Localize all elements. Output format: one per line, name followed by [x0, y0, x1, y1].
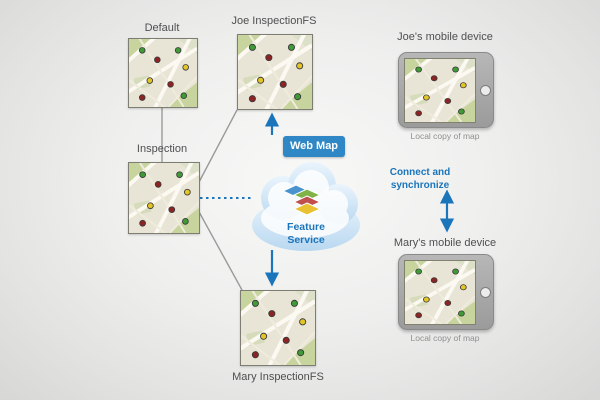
map-label-joe-inspectionfs: Joe InspectionFS — [231, 15, 317, 27]
feature-service-label: Feature Service — [263, 221, 349, 246]
sync-arrows — [264, 112, 455, 287]
feature-service-line1: Feature — [287, 221, 325, 233]
map-label-inspection: Inspection — [136, 143, 188, 155]
mary-device-label: Mary's mobile device — [393, 237, 497, 249]
joe-device-caption: Local copy of map — [410, 131, 480, 141]
map-thumbnail-joe-inspectionfs — [237, 34, 313, 110]
mary-device-screen — [404, 260, 476, 325]
mary-device — [398, 254, 494, 330]
map-thumbnail-inspection — [128, 162, 200, 234]
feature-service-cloud — [252, 162, 360, 251]
connector-inspection-joe — [197, 109, 238, 185]
joe-device-label: Joe's mobile device — [397, 31, 493, 43]
joe-device-screen — [404, 58, 476, 123]
connect-synchronize-label: Connect and synchronize — [376, 166, 464, 192]
connector-inspection-mary — [197, 209, 243, 291]
mary-device-caption: Local copy of map — [410, 333, 480, 343]
joe-device — [398, 52, 494, 128]
map-thumbnail-default — [128, 38, 198, 108]
layers-icon — [281, 184, 322, 216]
map-label-default: Default — [144, 22, 180, 34]
map-thumbnail-mary-inspectionfs — [240, 290, 316, 366]
connect-synchronize-line2: synchronize — [390, 180, 450, 191]
web-map-badge: Web Map — [283, 136, 345, 157]
version-connectors — [161, 106, 243, 291]
map-label-mary-inspectionfs: Mary InspectionFS — [232, 371, 324, 383]
connect-synchronize-line1: Connect and — [389, 167, 451, 178]
camera-button-icon — [480, 287, 491, 298]
feature-service-line2: Service — [287, 233, 325, 246]
camera-button-icon — [480, 85, 491, 96]
